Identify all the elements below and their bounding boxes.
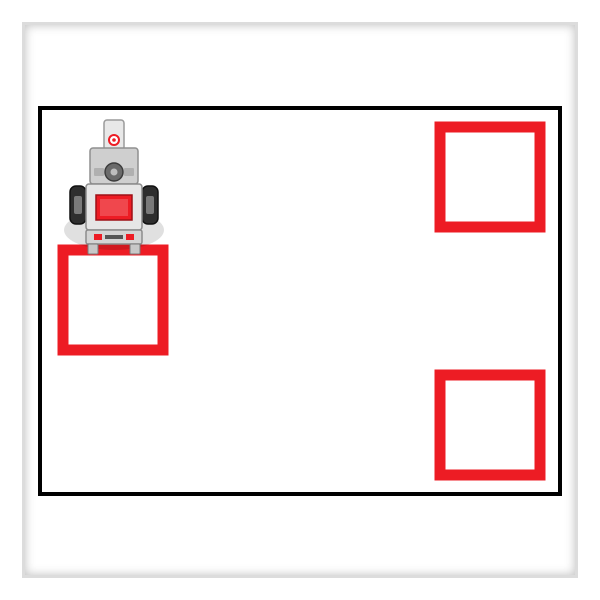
target-square-top-right	[434, 121, 546, 233]
rear-caster-left	[87, 243, 99, 255]
rear-caster-right	[129, 243, 141, 255]
target-square-bottom-right	[434, 369, 546, 481]
target-square-start	[57, 244, 169, 356]
ev3-robot-icon	[64, 119, 164, 255]
